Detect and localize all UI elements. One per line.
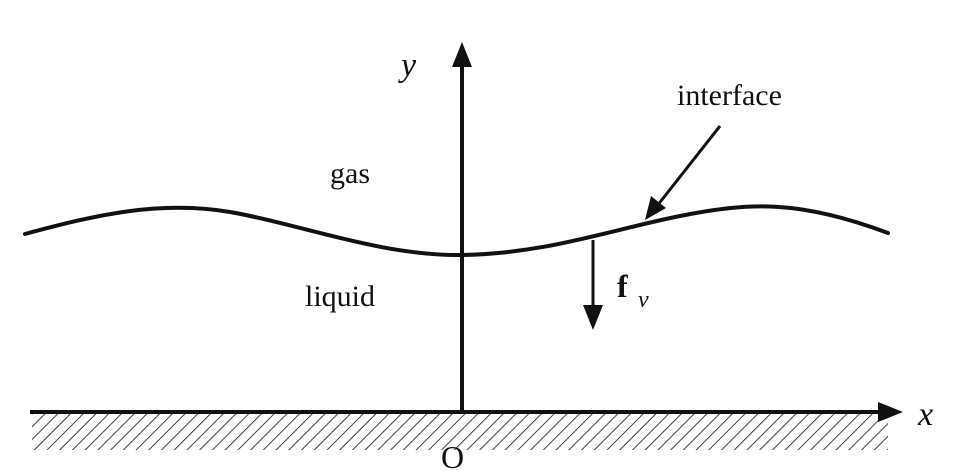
y-axis-label: y <box>398 47 417 84</box>
wall-hatching <box>32 413 888 450</box>
interface-curve <box>23 204 890 258</box>
y-axis-arrowhead <box>452 42 472 67</box>
force-vector-arrowhead <box>583 305 603 330</box>
origin-label: O <box>441 439 464 474</box>
interface-label: interface <box>677 79 782 112</box>
interface-pointer-arrowhead <box>645 196 666 220</box>
gas-region-label: gas <box>330 157 370 190</box>
x-axis-arrowhead <box>878 402 903 422</box>
force-label-main: f <box>617 268 628 304</box>
interface-pointer-line <box>655 125 722 207</box>
liquid-region-label: liquid <box>305 280 375 313</box>
x-axis-label: x <box>917 396 933 433</box>
force-label-subscript: v <box>638 287 649 313</box>
